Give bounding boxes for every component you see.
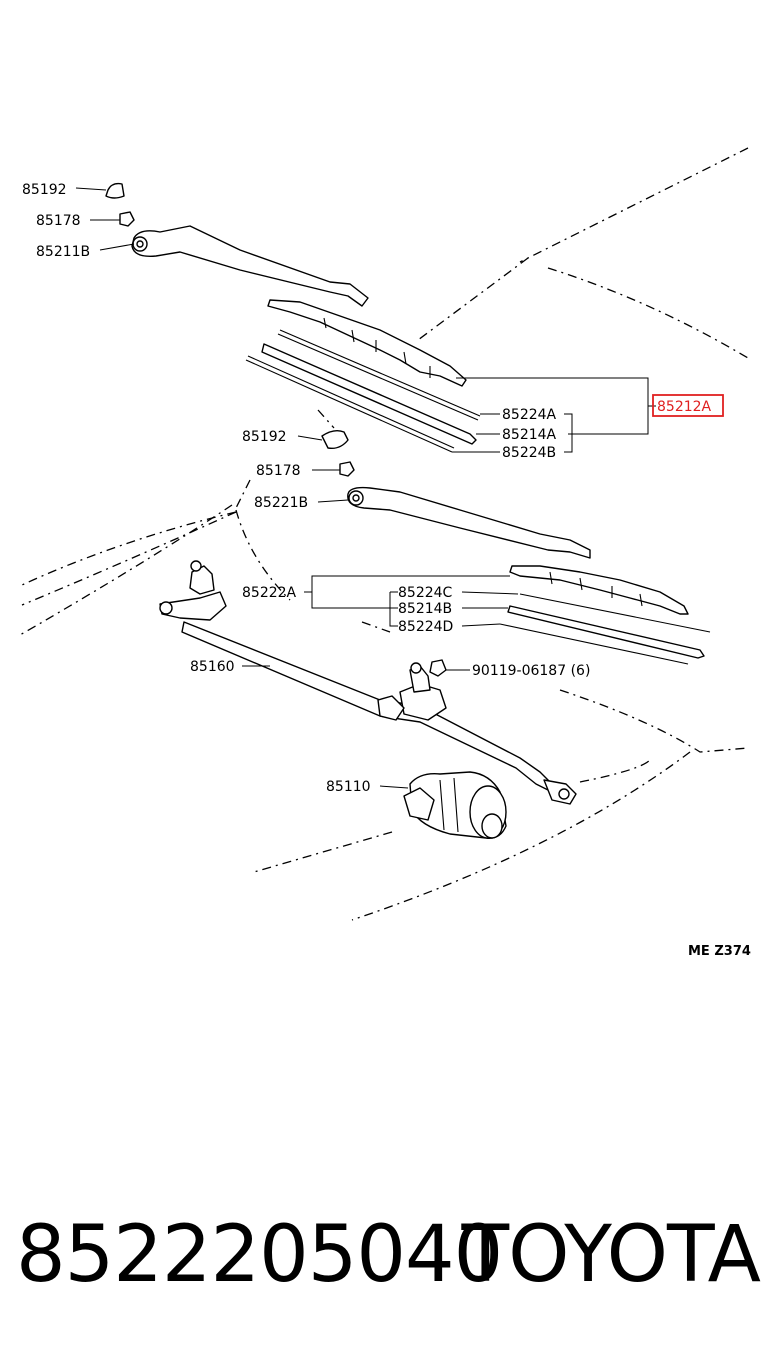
upper-wiper-arm <box>131 225 369 307</box>
part-number: 8522205040 <box>16 1210 503 1300</box>
upper-wiper-blade <box>245 299 481 453</box>
callout-85160: 85160 <box>190 659 235 675</box>
cap-85192-upper <box>105 182 125 199</box>
callout-85224A: 85224A <box>502 407 557 423</box>
highlight-box <box>652 394 724 417</box>
part-footer: 8522205040 TOYOTA <box>0 1200 776 1310</box>
callout-85178-upper: 85178 <box>36 213 81 229</box>
callout-85211B: 85211B <box>36 244 90 260</box>
wiper-parts-diagram: 85192 85178 85211B 85224A 85214A 85224B … <box>19 147 751 959</box>
windshield-outline <box>19 147 749 921</box>
callout-85192-upper: 85192 <box>22 182 67 198</box>
callout-85192-lower: 85192 <box>242 429 287 445</box>
callout-90119-06187: 90119-06187 (6) <box>472 663 590 679</box>
nut-85178-upper <box>119 211 135 227</box>
diagram-code: ME Z374 <box>688 944 751 959</box>
callout-85222A: 85222A <box>242 585 297 601</box>
wiper-motor <box>403 771 507 839</box>
callout-85224B: 85224B <box>502 445 556 461</box>
callout-labels: 85192 85178 85211B 85224A 85214A 85224B … <box>22 182 751 959</box>
cap-85192-lower <box>321 429 349 450</box>
leader-lines <box>75 187 656 789</box>
callout-85178-lower: 85178 <box>256 463 301 479</box>
callout-85214A: 85214A <box>502 427 557 443</box>
lower-wiper-arm <box>347 486 591 559</box>
callout-85214B: 85214B <box>398 601 452 617</box>
callout-85224C: 85224C <box>398 585 453 601</box>
callout-85221B: 85221B <box>254 495 308 511</box>
callout-85212A: 85212A <box>657 399 712 415</box>
callout-85224D: 85224D <box>398 619 453 635</box>
brand-name: TOYOTA <box>461 1210 761 1300</box>
callout-85110: 85110 <box>326 779 371 795</box>
wiper-linkage <box>159 560 577 805</box>
lower-wiper-blade <box>499 565 711 665</box>
nut-85178-lower <box>339 461 355 477</box>
